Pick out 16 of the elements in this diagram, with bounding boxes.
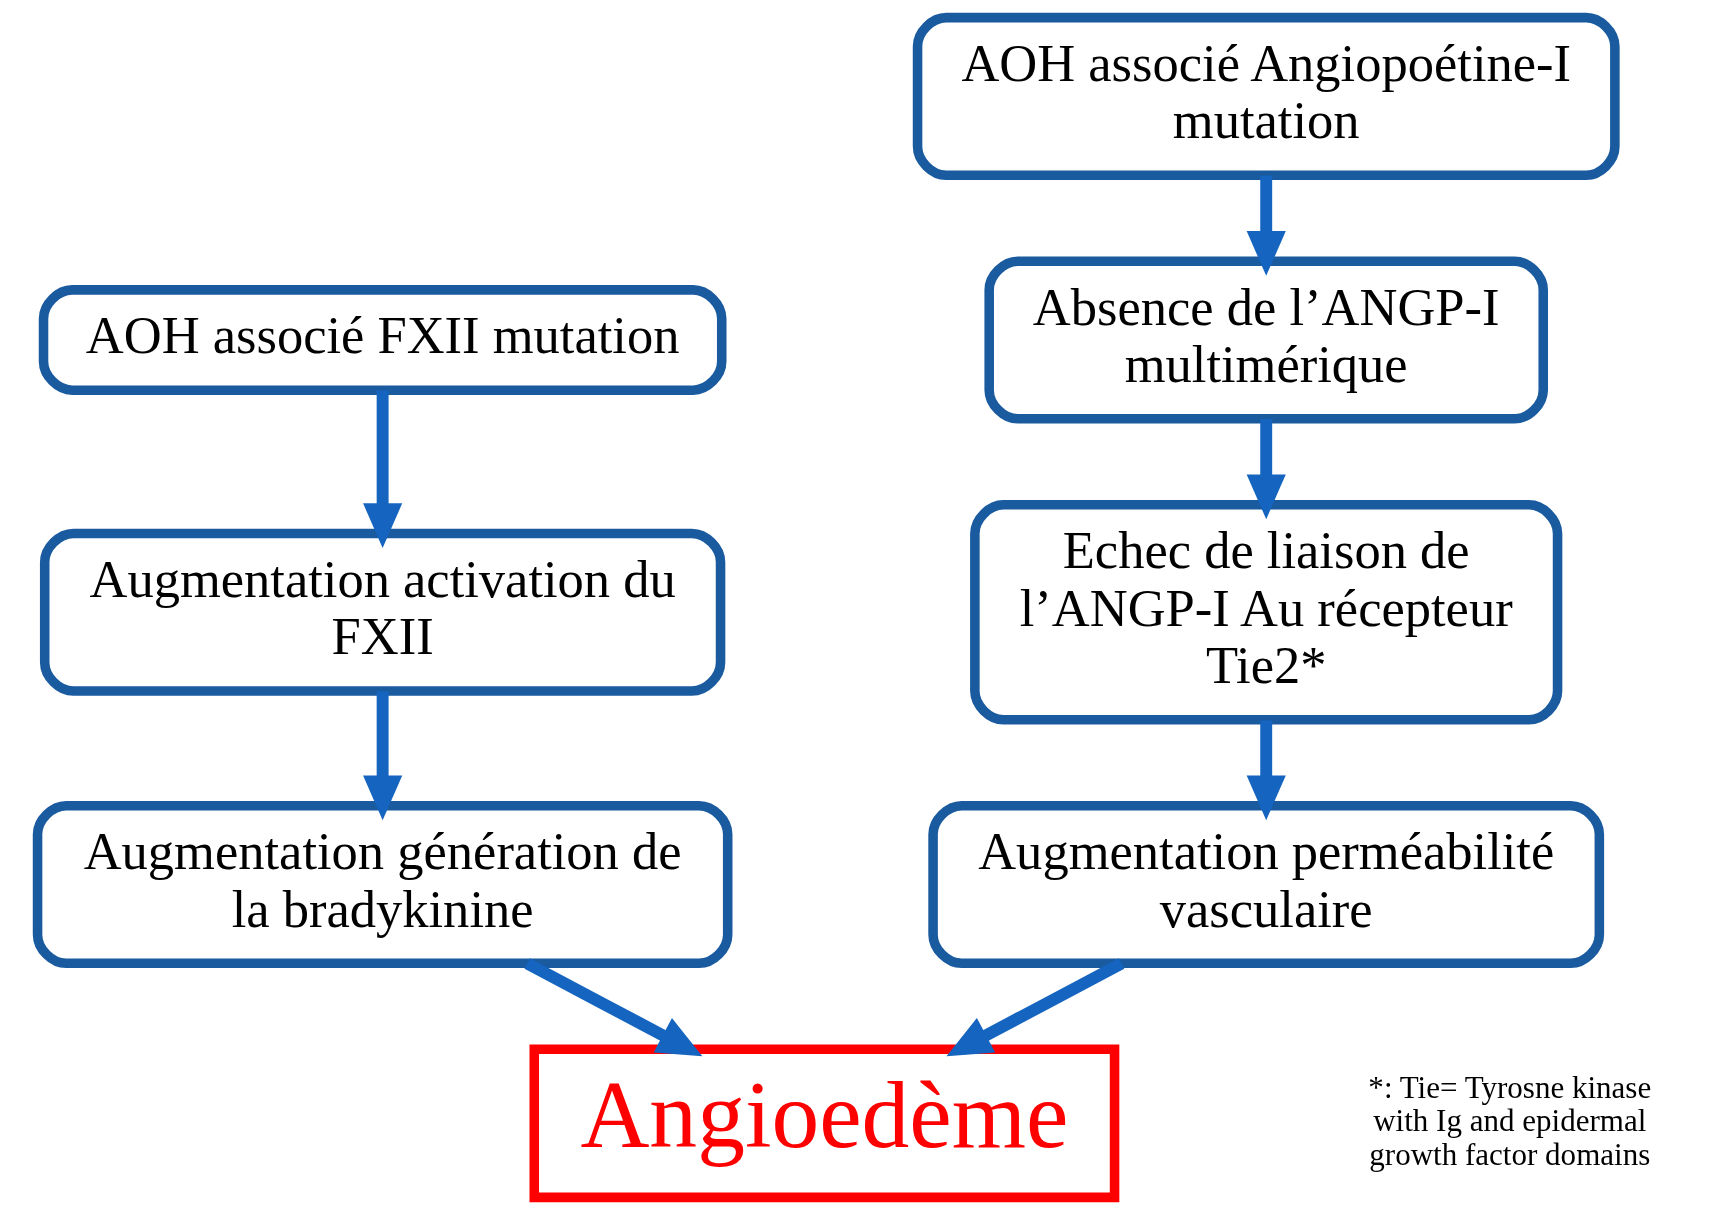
arrow [362, 390, 402, 549]
node-box: AOH associé FXII mutation [38, 285, 726, 395]
node-box: AOH associé Angiopoétine-I mutation [912, 12, 1620, 181]
node-box: Augmentation génération de la bradykinine [32, 800, 732, 969]
arrow [1246, 419, 1286, 520]
arrow [362, 691, 402, 821]
node-box: Angioedème [529, 1044, 1119, 1203]
label: *: Tie= Tyrosne kinase with Ig and epidermal growth factor domains [1367, 1070, 1651, 1172]
node-box: Augmentation perméabilité vasculaire [927, 800, 1604, 969]
node-box: Augmentation activation du FXII [39, 528, 725, 696]
arrow [524, 958, 702, 1057]
arrow [946, 958, 1124, 1057]
node-box: Echec de liaison de l’ANGP-I Au récepteur Tie2* [969, 500, 1562, 725]
arrow [1246, 720, 1286, 821]
node-box: Absence de l’ANGP-I multimérique [983, 256, 1548, 424]
arrow [1246, 175, 1286, 276]
